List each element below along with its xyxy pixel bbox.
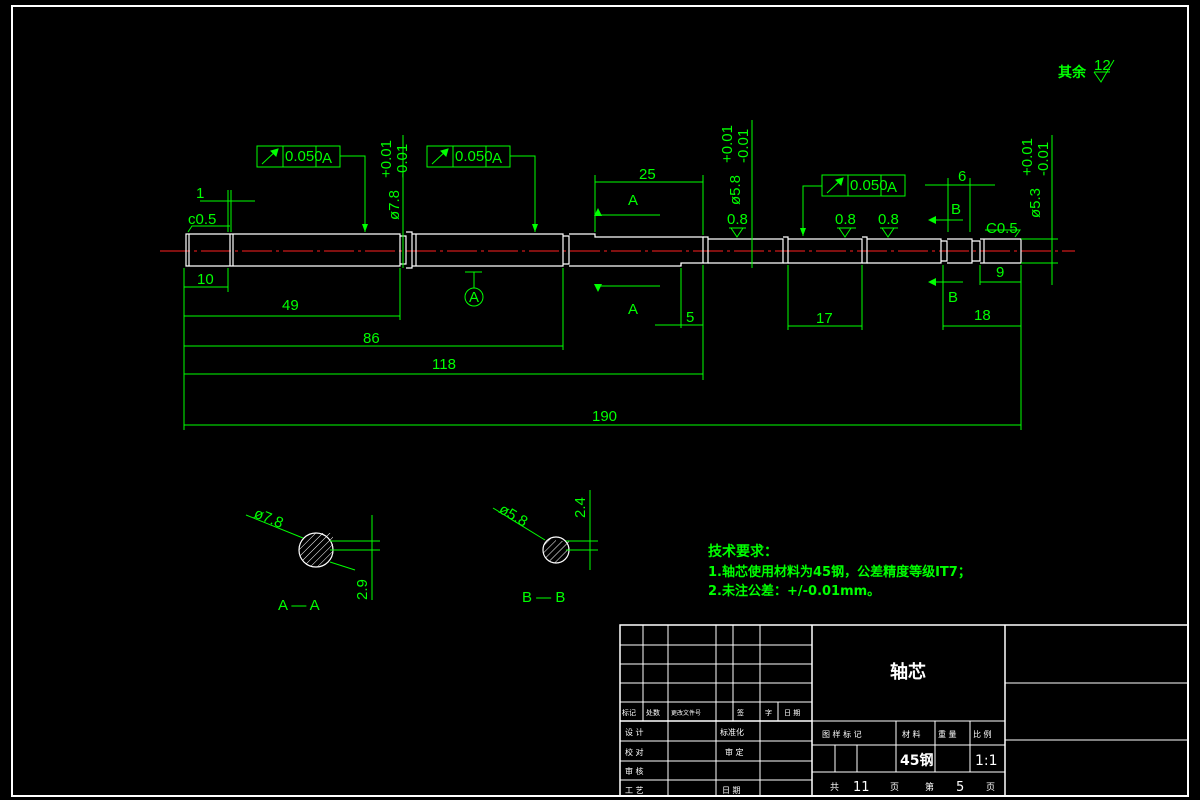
runout-arrow-icon (431, 148, 449, 165)
title-r-biaozhun: 标准化 (720, 727, 744, 737)
title-r-shending: 审 定 (725, 747, 744, 757)
runout-arrow-icon (826, 177, 844, 194)
title-c-tuyang: 图 样 标 记 (822, 729, 862, 739)
title-r-jiaodui: 校 对 (625, 747, 644, 757)
tolerance-frame-2 (426, 145, 511, 168)
dim-len-6: 6 (958, 168, 966, 185)
dim-len-118: 118 (432, 356, 456, 373)
dim-len-49: 49 (282, 297, 299, 314)
dim-width-1: 1 (196, 185, 204, 202)
title-material: 45钢 (900, 752, 933, 769)
title-h-biaoji: 标记 (622, 708, 636, 717)
datum-label: A (469, 289, 479, 306)
title-c-zhongliang: 重 量 (938, 729, 957, 739)
roughness-note-label: 其余 (1058, 64, 1087, 81)
dim-len-5: 5 (686, 309, 694, 326)
dim-chamfer-left: c0.5 (188, 211, 216, 228)
dimension-lines (183, 120, 1058, 430)
sheet-border (11, 5, 1189, 797)
dim-dia-3-tol-up: +0.01 (1019, 138, 1036, 176)
section-marker-a-top: A (628, 192, 638, 209)
title-c-bili: 比 例 (973, 729, 992, 739)
section-aa-diameter: ø7.8 (252, 505, 286, 532)
tolerance-frame-1-datum: A (322, 150, 332, 167)
dim-len-17: 17 (816, 310, 833, 327)
title-total: 11 (853, 780, 870, 795)
roughness-value-3: 0.8 (878, 211, 899, 228)
roughness-value-1: 0.8 (727, 211, 748, 228)
runout-arrow-icon (261, 148, 279, 165)
dim-dia-1-tol-up: +0.01 (378, 140, 395, 178)
dim-dia-1-tol-down: -0.01 (394, 144, 411, 178)
dim-len-86: 86 (363, 330, 380, 347)
tolerance-frame-3-datum: A (887, 179, 897, 196)
title-scale: 1:1 (975, 753, 998, 769)
dim-dia-2-tol-up: +0.01 (719, 125, 736, 163)
tolerance-frame-1-value: 0.050 (285, 148, 323, 165)
title-h-riqi: 日 期 (784, 709, 800, 717)
roughness-note-value: 12 (1094, 57, 1111, 74)
tolerance-frame-3 (821, 174, 906, 197)
title-sheet-label: 第 (925, 781, 934, 793)
dim-len-190: 190 (592, 408, 617, 425)
hatch-pattern-icon (299, 533, 334, 567)
shaft-outline (185, 231, 1022, 269)
dim-dia-3: ø5.3 (1027, 188, 1044, 218)
title-h-zi: 字 (765, 708, 772, 717)
dim-len-18: 18 (974, 307, 991, 324)
title-c-cailiao: 材 料 (902, 729, 921, 739)
title-total-unit: 页 (890, 782, 899, 793)
tolerance-frame-3-value: 0.050 (850, 177, 888, 194)
dim-dia-1: ø7.8 (386, 190, 403, 220)
dim-len-9: 9 (996, 264, 1004, 281)
section-marker-a-bottom: A (628, 301, 638, 318)
roughness-value-2: 0.8 (835, 211, 856, 228)
tolerance-frame-1 (256, 145, 341, 168)
title-h-wenjian: 更改文件号 (671, 709, 701, 717)
section-bb-title: B — B (522, 589, 565, 606)
title-h-qianzi: 签 (737, 708, 744, 717)
section-arrow-icon (362, 208, 936, 292)
roughness-symbol-icon (1093, 59, 1115, 83)
dim-chamfer-right: C0.5 (986, 220, 1018, 237)
section-aa-depth: 2.9 (354, 579, 371, 600)
tech-requirements-heading: 技术要求： (708, 543, 778, 560)
title-h-chushu: 处数 (646, 708, 660, 717)
dim-dia-2-tol-down: -0.01 (735, 129, 752, 163)
section-marker-b-bottom: B (948, 289, 958, 306)
section-bb-depth: 2.4 (572, 497, 589, 518)
tech-requirements-line1: 1.轴芯使用材料为45钢，公差精度等级IT7； (708, 564, 971, 580)
dim-len-25: 25 (639, 166, 656, 183)
hatch-pattern-icon (543, 537, 569, 563)
title-r-gongyi: 工 艺 (625, 786, 644, 795)
section-bb-diameter: ø5.8 (496, 501, 530, 531)
title-block (619, 624, 1189, 797)
tech-requirements-line2: 2.未注公差：+/-0.01mm。 (708, 583, 880, 599)
dim-dia-2: ø5.8 (727, 175, 744, 205)
title-part-name: 轴芯 (890, 661, 926, 683)
section-aa (245, 514, 380, 600)
title-r-riqi: 日 期 (722, 786, 741, 795)
title-sheet-unit: 页 (986, 782, 995, 793)
section-aa-title: A — A (278, 597, 320, 614)
tolerance-frame-2-datum: A (492, 150, 502, 167)
title-sheet: 5 (956, 780, 964, 795)
dim-len-10: 10 (197, 271, 214, 288)
title-r-shenhe: 审 核 (625, 766, 644, 776)
title-r-sheji: 设 计 (625, 727, 644, 737)
tolerance-frame-2-value: 0.050 (455, 148, 493, 165)
dim-dia-3-tol-down: -0.01 (1035, 142, 1052, 176)
section-marker-b-top: B (951, 201, 961, 218)
section-bb (492, 490, 598, 570)
title-total-label: 共 (830, 782, 839, 793)
